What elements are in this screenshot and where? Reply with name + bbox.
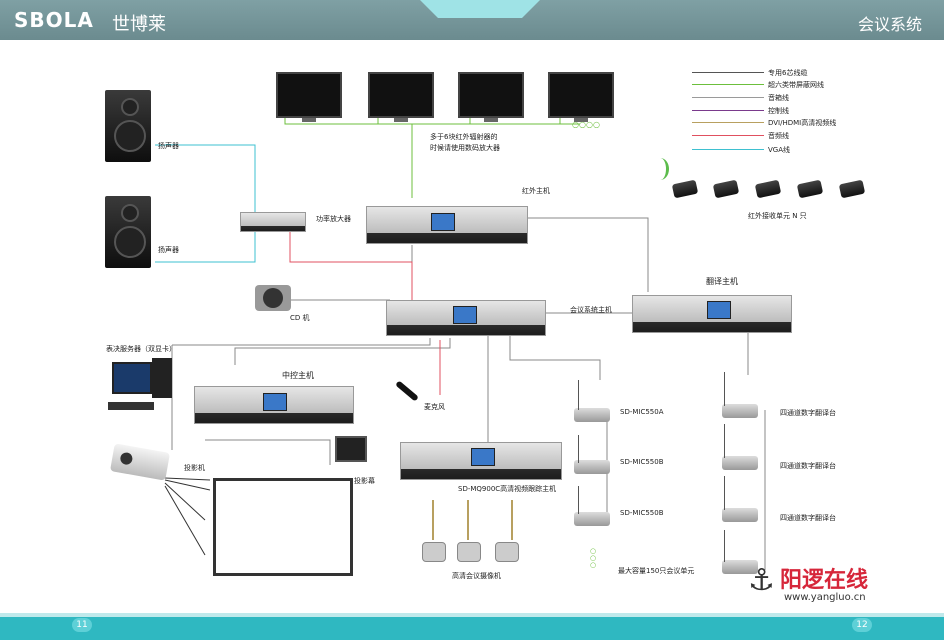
- mic-unit-b2: [574, 512, 610, 526]
- footer-bar: [0, 617, 944, 640]
- tracker-label: SD-MQ900C高清视频跟踪主机: [458, 485, 557, 493]
- camera-icon: [422, 542, 446, 562]
- anchor-icon: ⚓: [748, 563, 775, 598]
- legend-label-3: 音箱线: [768, 94, 789, 102]
- connector-dots: ○○○: [590, 547, 597, 569]
- legend-label-7: VGA线: [768, 146, 791, 154]
- ir-host-device: [366, 206, 528, 244]
- proj-screen-label: 投影幕: [354, 477, 375, 485]
- conf-host-label: 会议系统主机: [570, 306, 612, 314]
- display-3: [458, 72, 524, 122]
- watermark-text: 阳逻在线: [780, 568, 869, 593]
- tracking-host-device: [400, 442, 562, 480]
- speaker-icon: [105, 90, 151, 162]
- brand-logo: SBOLA: [14, 8, 94, 32]
- legend-line-2: [692, 84, 764, 85]
- power-amp-label: 功率放大器: [316, 215, 351, 223]
- mic-gooseneck: [578, 380, 579, 410]
- camera-label: 高清会议摄像机: [452, 572, 501, 580]
- wifi-signal-icon: [652, 158, 669, 180]
- legend-label-2: 超六类带屏蔽网线: [768, 81, 824, 89]
- central-label: 中控主机: [282, 371, 314, 380]
- mic-label: 麦克风: [424, 403, 445, 411]
- legend-line-6: [692, 135, 764, 136]
- brand-name-cn: 世博莱: [112, 14, 166, 35]
- legend-label-4: 控制线: [768, 107, 789, 115]
- page-number-left: 11: [72, 618, 92, 632]
- cd-label: CD 机: [290, 314, 310, 322]
- mic-unit-b1: [574, 460, 610, 474]
- mic-gooseneck: [724, 530, 725, 562]
- mic-gooseneck: [578, 486, 579, 514]
- speaker-icon: [105, 196, 151, 268]
- ir-host-label: 红外主机: [522, 187, 550, 195]
- interp-unit-2: [722, 456, 758, 470]
- camera-icon: [495, 542, 519, 562]
- interp-host-label: 翻译主机: [706, 277, 738, 286]
- header-tab-decoration: [420, 0, 540, 18]
- interp-unit-3-label: 四通道数字翻译台: [780, 514, 836, 522]
- central-control-device: [194, 386, 354, 424]
- legend-line-4: [692, 110, 764, 111]
- interp-unit-1: [722, 404, 758, 418]
- connector-dots: ○○○○: [572, 120, 600, 129]
- page-number-right: 12: [852, 618, 872, 632]
- mic-b2-label: SD-MIC550B: [620, 509, 664, 517]
- display-note-2: 时候请使用数码放大器: [430, 144, 500, 152]
- capacity-label: 最大容量150只会议单元: [618, 567, 695, 575]
- legend-label-5: DVI/HDMI高清视频线: [768, 119, 837, 127]
- legend-line-7: [692, 149, 764, 150]
- projection-screen: [213, 478, 353, 576]
- amplifier-icon: [240, 212, 306, 232]
- legend-line-1: [692, 72, 764, 73]
- mic-unit-a: [574, 408, 610, 422]
- camera-icon: [457, 542, 481, 562]
- legend-label-1: 专用6芯线缆: [768, 69, 808, 77]
- mic-gooseneck: [724, 476, 725, 510]
- conference-host-device: [386, 300, 546, 336]
- ir-receivers-label: 红外接收单元 N 只: [748, 212, 807, 220]
- pc-label: 表决服务器（双显卡）: [106, 345, 176, 353]
- display-note-1: 多于6块红外辐射器的: [430, 133, 498, 141]
- legend-label-6: 音频线: [768, 132, 789, 140]
- header-bar: SBOLA 世博莱 会议系统: [0, 0, 944, 40]
- interp-host-device: [632, 295, 792, 333]
- mic-gooseneck: [724, 424, 725, 458]
- mic-gooseneck: [724, 372, 725, 406]
- display-1: [276, 72, 342, 122]
- interp-unit-3: [722, 508, 758, 522]
- interp-unit-4: [722, 560, 758, 574]
- interp-unit-1-label: 四通道数字翻译台: [780, 409, 836, 417]
- legend-line-3: [692, 97, 764, 98]
- page-title: 会议系统: [857, 15, 922, 34]
- projector-label: 投影机: [184, 464, 205, 472]
- speaker-2-label: 扬声器: [158, 246, 179, 254]
- display-2: [368, 72, 434, 122]
- speaker-1-label: 扬声器: [158, 142, 179, 150]
- legend-line-5: [692, 122, 764, 123]
- mic-a-label: SD-MIC550A: [620, 408, 664, 416]
- cd-player-icon: [255, 285, 291, 311]
- interp-unit-2-label: 四通道数字翻译台: [780, 462, 836, 470]
- mic-gooseneck: [578, 435, 579, 463]
- computer-icon: [108, 358, 178, 416]
- touch-panel-icon: [335, 436, 367, 462]
- display-4: [548, 72, 614, 122]
- watermark-url: www.yangluo.cn: [784, 592, 866, 603]
- mic-b1-label: SD-MIC550B: [620, 458, 664, 466]
